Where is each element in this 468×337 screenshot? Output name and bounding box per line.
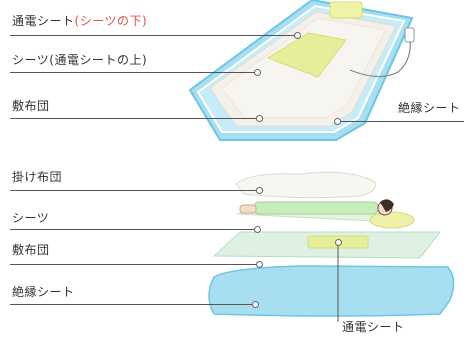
- leader-futon-top-dot: [256, 115, 263, 122]
- pillow: [369, 211, 415, 229]
- leader-futon-top: [10, 118, 260, 119]
- leader-insulating-top: [336, 121, 464, 122]
- power-cord: [349, 39, 411, 78]
- leader-sheets-bottom-dot: [254, 226, 261, 233]
- label-insulating-top: 絶縁シート: [398, 101, 461, 115]
- leader-insulating-bottom: [10, 304, 256, 305]
- electric-connector-pad: [329, 1, 363, 19]
- label-insulating-bottom: 絶縁シート: [12, 285, 75, 299]
- label-futon-bottom: 敷布団: [12, 243, 50, 257]
- leader-kakebuton-dot: [256, 187, 263, 194]
- assembled-bed: [188, 0, 415, 141]
- leader-sheets-top: [10, 72, 258, 73]
- label-kakebuton: 掛け布団: [12, 170, 63, 184]
- person-feet: [239, 204, 257, 214]
- exploded-layers: [208, 171, 455, 322]
- person-body: [253, 201, 379, 215]
- leader-sheets-top-dot: [254, 69, 261, 76]
- leader-futon-bottom: [10, 264, 260, 265]
- label-electric-sheet-bottom: 通電シート: [342, 320, 405, 334]
- electric-pad-top: [266, 32, 347, 78]
- label-futon-top: 敷布団: [12, 99, 50, 113]
- leader-futon-bottom-dot: [256, 261, 263, 268]
- leader-insulating-top-dot: [334, 118, 341, 125]
- person-hair: [380, 199, 394, 212]
- leader-top-sheet: [10, 35, 298, 36]
- label-top-electric-sheet-main: 通電シート: [12, 14, 75, 28]
- label-top-electric-sheet-note: (シーツの下): [74, 14, 148, 28]
- label-sheets-bottom: シーツ: [12, 211, 50, 225]
- leader-kakebuton: [10, 190, 260, 191]
- leader-electric-bottom-dot: [335, 239, 342, 246]
- leader-top-sheet-dot: [294, 32, 301, 39]
- leader-sheets-bottom: [10, 229, 258, 230]
- label-top-electric-sheet: 通電シート(シーツの下): [12, 14, 147, 28]
- insulating-sheet-bottom: [208, 265, 455, 317]
- leader-insulating-bottom-dot: [252, 301, 259, 308]
- kakebuton-shape: [235, 171, 376, 199]
- label-sheets-top: シーツ(通電シートの上): [12, 53, 148, 67]
- power-plug: [404, 27, 415, 43]
